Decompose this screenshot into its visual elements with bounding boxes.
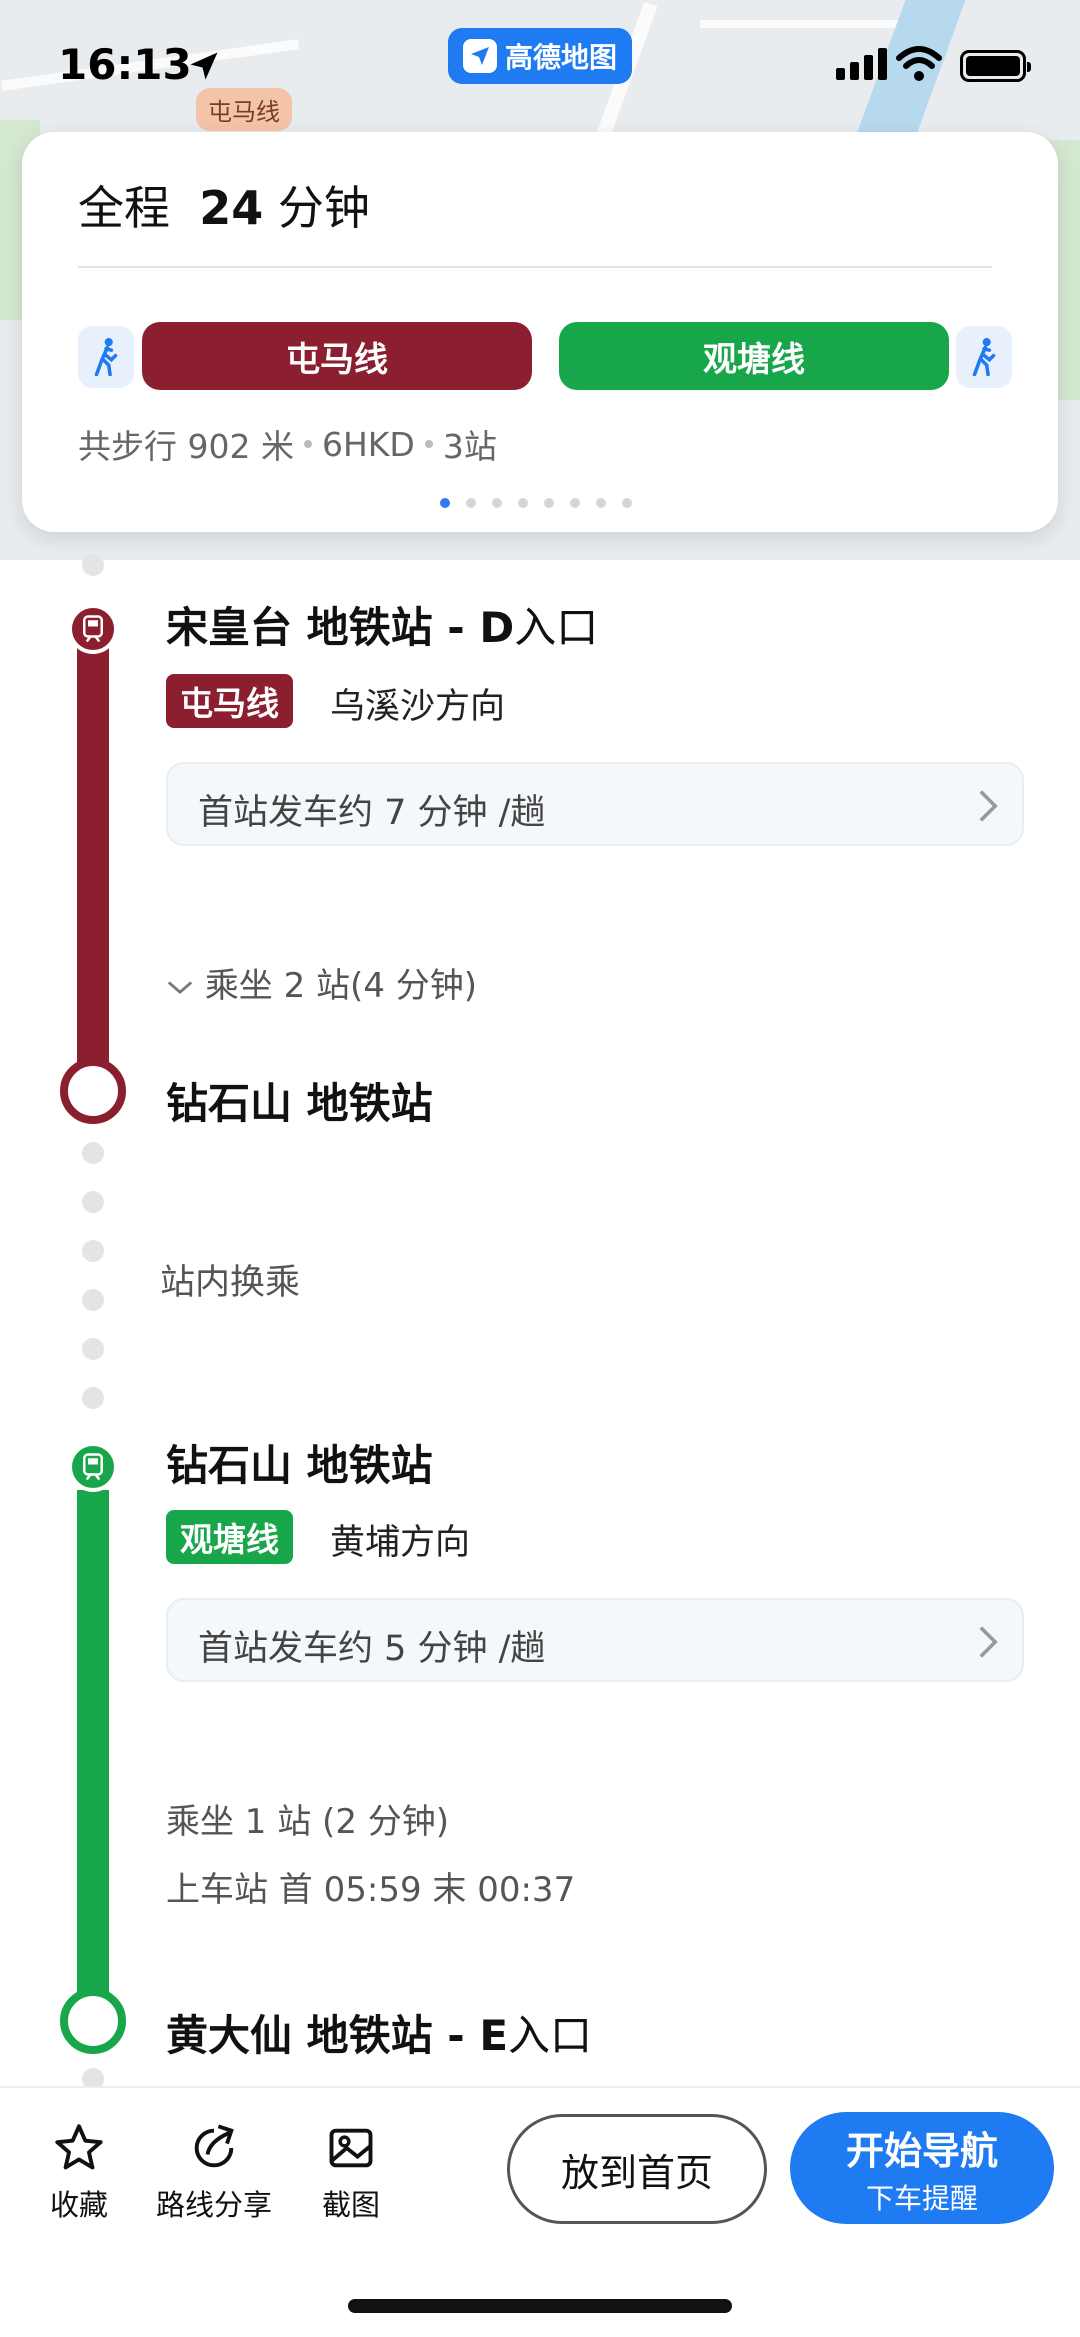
chevron-right-icon: [979, 790, 998, 822]
walk-distance: 共步行 902 米: [78, 427, 294, 466]
location-arrow-icon: [190, 52, 218, 80]
ride-expand-toggle-1[interactable]: 乘坐 2 站(4 分钟): [166, 958, 477, 1007]
segment-line-tuen-ma: 屯马线: [142, 322, 532, 390]
transfer-note: 站内换乘: [160, 1263, 301, 1303]
screenshot-label: 截图: [322, 2188, 381, 2222]
map-road: [700, 20, 900, 28]
battery-icon: [960, 50, 1031, 82]
amap-logo-icon: [462, 39, 497, 73]
favorite-label: 收藏: [50, 2188, 109, 2222]
nav-main-label: 开始导航: [845, 2128, 998, 2173]
share-label: 路线分享: [156, 2188, 273, 2222]
alighting-station-1[interactable]: 钻石山 地铁站: [166, 1079, 433, 1128]
frequency-text: 首站发车约 5 分钟 /趟: [198, 1629, 546, 1669]
favorite-button[interactable]: 收藏: [50, 2122, 108, 2224]
direction-1: 乌溪沙方向: [330, 687, 506, 727]
pager-dot[interactable]: [570, 498, 580, 508]
wifi-icon: [896, 46, 942, 81]
bottom-action-bar: 收藏 路线分享 截图 放到首页 开始导航 下车提醒: [0, 2086, 1080, 2337]
map-line-label: 屯马线: [196, 88, 292, 131]
separator-dot: [424, 440, 433, 448]
pager-dot[interactable]: [622, 498, 632, 508]
metro-station-icon: [68, 1442, 118, 1492]
route-segments: 屯马线 观塘线: [78, 322, 1012, 392]
station-end-marker: [60, 1988, 126, 2054]
ride-info-2: 乘坐 1 站 (2 分钟): [166, 1802, 450, 1842]
line-tag-kwun-tong: 观塘线: [166, 1510, 293, 1564]
chevron-down-icon: [167, 980, 193, 994]
pager-dot[interactable]: [440, 498, 450, 508]
boarding-station-1[interactable]: 宋皇台 地铁站 - D入口: [166, 603, 599, 652]
direction-2: 黄埔方向: [330, 1523, 471, 1563]
boarding-station-2[interactable]: 钻石山 地铁站: [166, 1441, 433, 1490]
timeline-dot: [82, 554, 104, 576]
timeline-dot: [82, 1191, 104, 1213]
walk-segment: [78, 326, 134, 388]
home-indicator[interactable]: [348, 2299, 732, 2313]
frequency-info-1[interactable]: 首站发车约 7 分钟 /趟: [166, 762, 1024, 846]
status-bar: 16:13 高德地图: [0, 0, 1080, 130]
frequency-text: 首站发车约 7 分钟 /趟: [198, 793, 546, 833]
stop-count: 3站: [442, 427, 497, 466]
start-navigation-button[interactable]: 开始导航 下车提醒: [790, 2112, 1054, 2224]
add-to-home-button[interactable]: 放到首页: [507, 2114, 767, 2224]
divider: [78, 266, 992, 268]
nav-sub-label: 下车提醒: [865, 2181, 978, 2215]
status-time: 16:13: [58, 40, 192, 89]
route-meta: 共步行 902 米 6HKD 3站: [78, 420, 497, 468]
walk-icon: [94, 338, 118, 376]
segment-line-kwun-tong: 观塘线: [559, 322, 949, 390]
pager-dot[interactable]: [518, 498, 528, 508]
share-icon: [194, 2124, 234, 2168]
walk-icon: [972, 338, 996, 376]
pager-dot[interactable]: [544, 498, 554, 508]
route-pager[interactable]: [440, 498, 632, 508]
app-badge[interactable]: 高德地图: [448, 28, 632, 84]
total-duration: 全程 24 分钟: [78, 181, 370, 235]
image-icon: [329, 2128, 373, 2168]
app-badge-name: 高德地图: [504, 41, 617, 74]
pager-dot[interactable]: [492, 498, 502, 508]
screenshot-button[interactable]: 截图: [322, 2122, 380, 2224]
timeline-dot: [82, 1240, 104, 1262]
alighting-station-2[interactable]: 黄大仙 地铁站 - E入口: [166, 2011, 593, 2060]
timeline-dot: [82, 1289, 104, 1311]
chevron-right-icon: [979, 1626, 998, 1658]
timeline-line-tuen-ma: [77, 630, 109, 1100]
timeline-dot: [82, 1338, 104, 1360]
timeline-line-kwun-tong: [77, 1490, 109, 2010]
share-route-button[interactable]: 路线分享: [156, 2122, 272, 2224]
pager-dot[interactable]: [596, 498, 606, 508]
fare: 6HKD: [321, 424, 415, 464]
route-summary-card[interactable]: 全程 24 分钟 屯马线 观塘线 共步行 902 米 6HKD 3站: [22, 132, 1058, 532]
walk-segment: [956, 326, 1012, 388]
timeline-dot: [82, 2068, 104, 2090]
metro-station-icon: [68, 604, 118, 654]
station-end-marker: [60, 1058, 126, 1124]
cellular-signal-icon: [836, 48, 887, 80]
line-tag-tuen-ma: 屯马线: [166, 674, 293, 728]
separator-dot: [303, 440, 312, 448]
pager-dot[interactable]: [466, 498, 476, 508]
first-last-train: 上车站 首 05:59 末 00:37: [166, 1870, 576, 1910]
star-icon: [55, 2124, 103, 2170]
frequency-info-2[interactable]: 首站发车约 5 分钟 /趟: [166, 1598, 1024, 1682]
timeline-dot: [82, 1387, 104, 1409]
timeline-dot: [82, 1142, 104, 1164]
